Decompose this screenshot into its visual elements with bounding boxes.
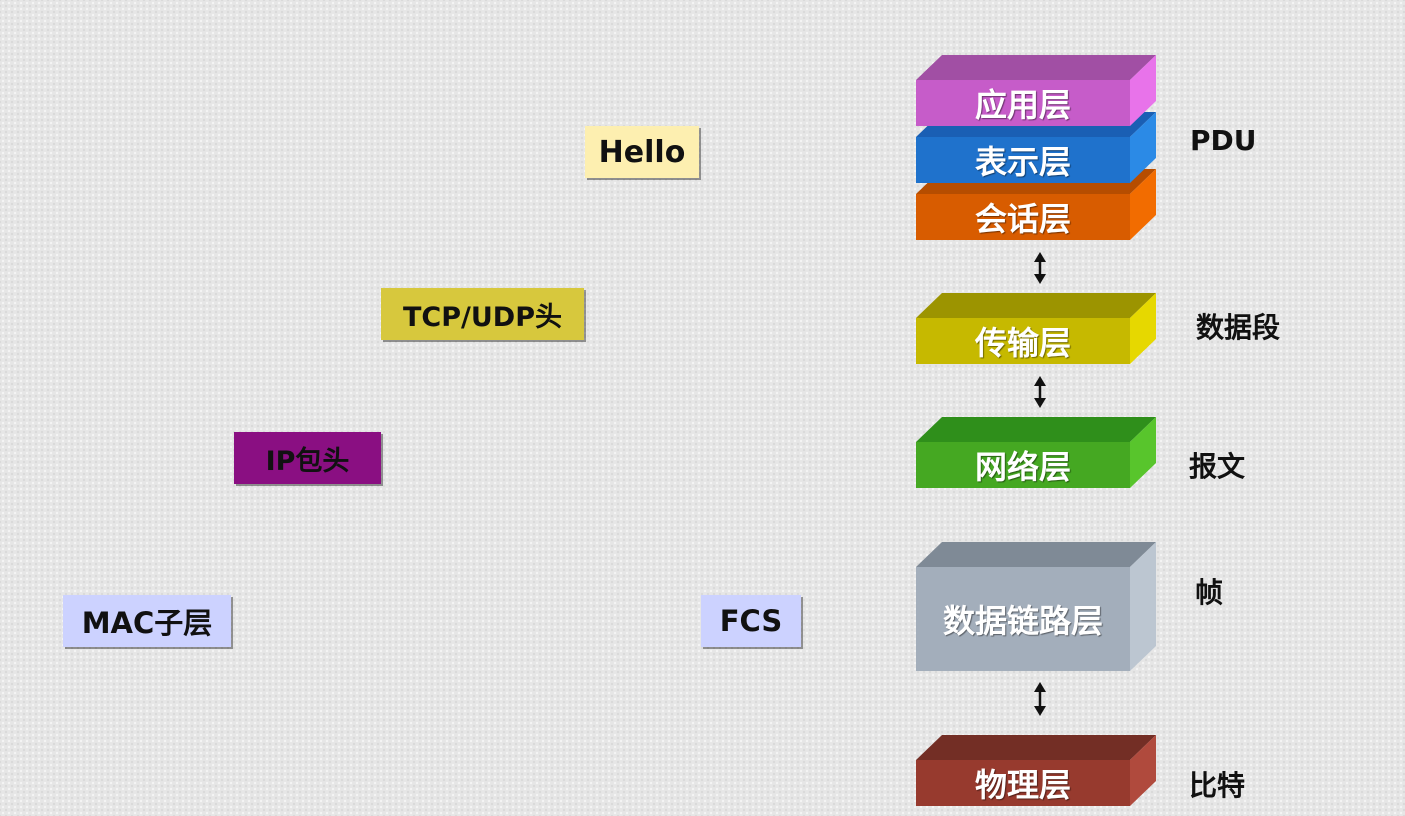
layer-network-front-face (916, 442, 1130, 488)
layer-session-front-face (916, 194, 1130, 240)
fcs-box: FCS (701, 595, 801, 647)
layer-datalink-top-face (916, 542, 1156, 567)
layer-application-front-face (916, 80, 1130, 126)
pdu-label-network: 报文 (1189, 450, 1246, 483)
layer-datalink-front-face (916, 567, 1130, 671)
layer-network-top-face (916, 417, 1156, 442)
layer-datalink-side-face (1130, 542, 1156, 671)
transport-header-box: TCP/UDP头 (381, 288, 584, 340)
layer-transport-side-face (1130, 293, 1156, 364)
double-arrow-icon (1034, 376, 1046, 408)
layer-application-top-face (916, 55, 1156, 80)
layer-physical-top-face (916, 735, 1156, 760)
layer-presentation-front-face (916, 137, 1130, 183)
layer-physical-front-face (916, 760, 1130, 806)
pdu-label-physical: 比特 (1189, 769, 1246, 802)
pdu-label-transport: 数据段 (1196, 311, 1281, 344)
pdu-label-datalink: 帧 (1195, 576, 1224, 609)
layer-physical-side-face (1130, 735, 1156, 806)
pdu-label-upper: PDU (1190, 124, 1257, 157)
layer-network-side-face (1130, 417, 1156, 488)
ip-header-box: IP包头 (234, 432, 381, 484)
double-arrow-icon (1034, 252, 1046, 284)
layer-application-side-face (1130, 55, 1156, 126)
layer-session-side-face (1130, 169, 1156, 240)
data-hello-box: Hello (585, 126, 699, 178)
mac-sublayer-box: MAC子层 (63, 595, 231, 647)
double-arrow-icon (1034, 682, 1046, 716)
layer-presentation-side-face (1130, 112, 1156, 183)
layer-transport-front-face (916, 318, 1130, 364)
layer-transport-top-face (916, 293, 1156, 318)
